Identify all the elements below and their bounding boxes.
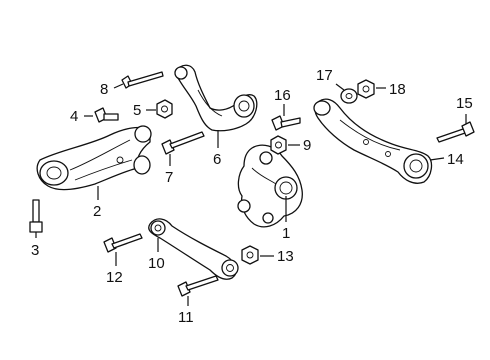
lower-control-arm: [36, 125, 152, 191]
bolt-3: [29, 199, 43, 233]
bolt-12: [103, 233, 143, 253]
callout-2: 2: [93, 203, 101, 220]
callout-5: 5: [133, 102, 141, 119]
trailing-arm: [313, 98, 433, 184]
callout-leaders: [35, 83, 467, 306]
bolt-16: [271, 115, 301, 131]
callout-13: 13: [277, 248, 294, 265]
callout-3: 3: [31, 242, 39, 259]
nut-9: [270, 135, 287, 155]
callout-18: 18: [389, 81, 406, 98]
nut-5: [156, 99, 173, 119]
callout-4: 4: [70, 108, 78, 125]
callout-9: 9: [303, 137, 311, 154]
callout-1: 1: [282, 225, 290, 242]
callout-16: 16: [274, 87, 291, 104]
callout-labels: 1 2 3 4 5 6 7 8 9 10 11 12 13 14 15 16 1…: [31, 67, 473, 326]
upper-control-arm: [174, 64, 258, 132]
callout-10: 10: [148, 255, 165, 272]
callout-14: 14: [447, 151, 464, 168]
bolt-4: [94, 107, 119, 123]
callout-15: 15: [456, 95, 473, 112]
callout-12: 12: [106, 269, 123, 286]
toe-link: [148, 218, 239, 280]
callout-11: 11: [178, 309, 194, 326]
nut-18: [357, 79, 375, 99]
callout-8: 8: [100, 81, 108, 98]
callout-6: 6: [213, 151, 221, 168]
callout-7: 7: [165, 169, 173, 186]
washer-17: [340, 88, 358, 104]
bolt-8: [121, 71, 164, 89]
nut-13: [241, 245, 259, 265]
bolt-11: [177, 275, 219, 297]
bolt-15: [436, 121, 475, 143]
callout-17: 17: [316, 67, 333, 84]
bolt-7: [161, 131, 205, 155]
knuckle: [237, 144, 303, 228]
